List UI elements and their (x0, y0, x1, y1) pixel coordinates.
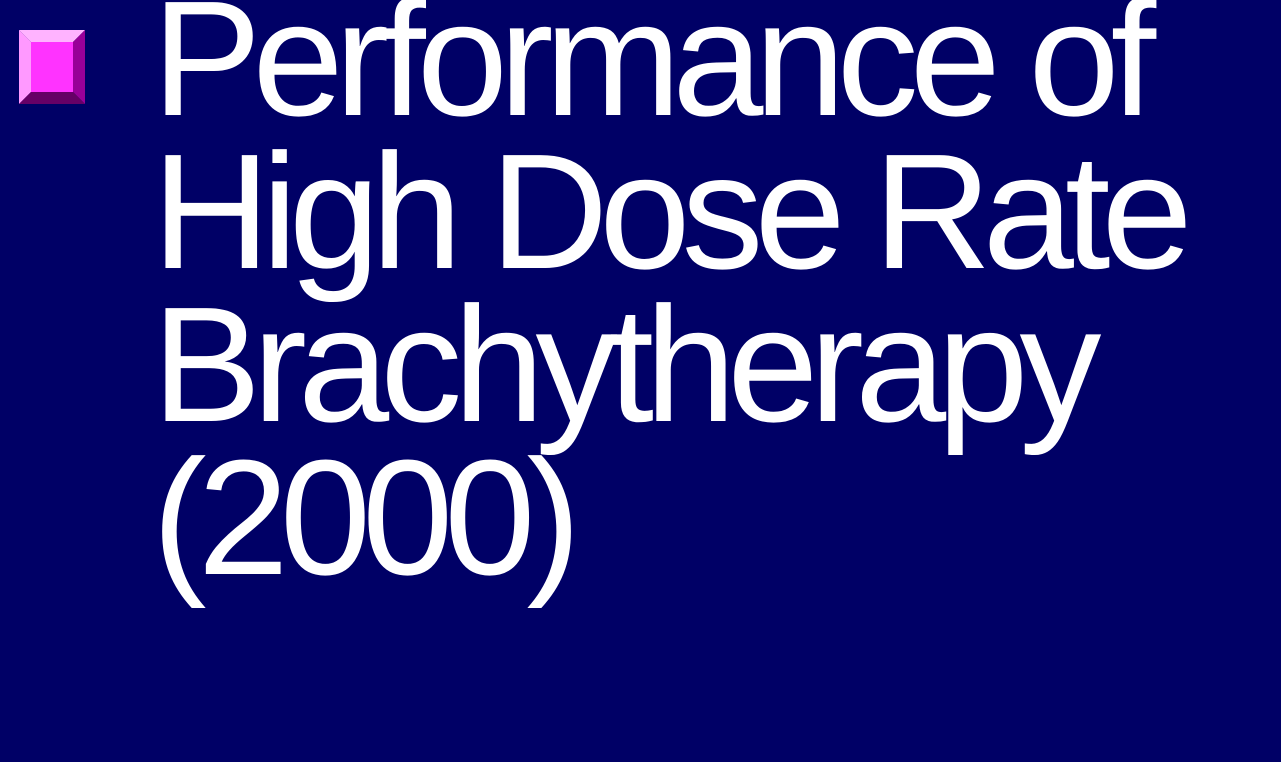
text-line-4: (2000) (152, 426, 581, 609)
text-line-3: Brachytherapy (152, 273, 1101, 456)
beveled-square-bullet-icon (19, 30, 85, 104)
text-line-2: High Dose Rate (152, 120, 1193, 303)
bullet-text: Performance of High Dose Rate Brachyther… (152, 0, 1277, 609)
text-line-1: Performance of (152, 0, 1156, 150)
